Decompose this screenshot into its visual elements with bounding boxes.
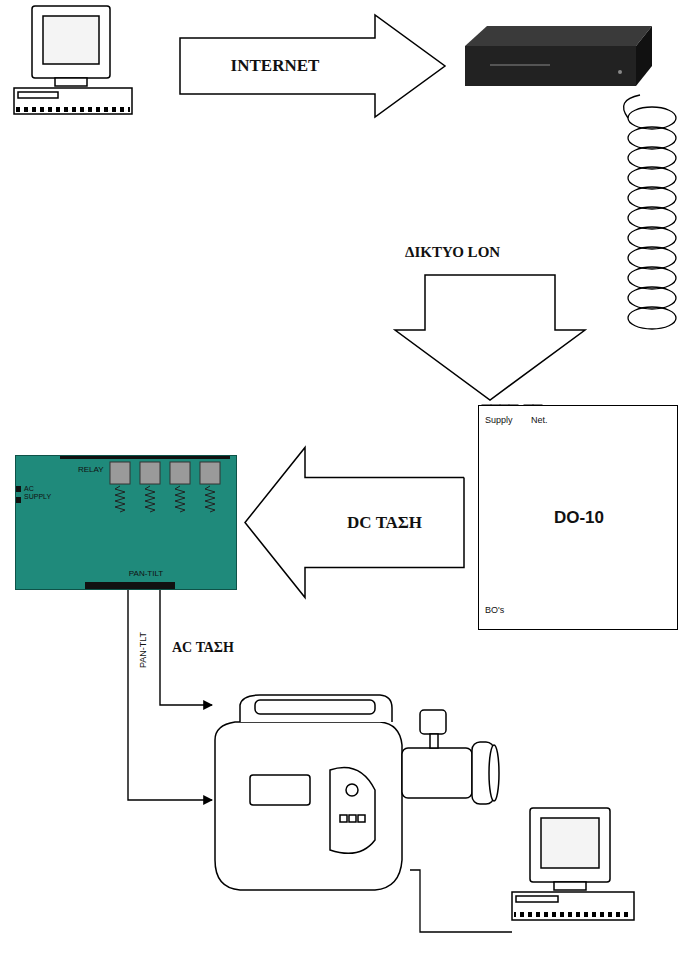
controller-box: Supply Net. DO-10BO's xyxy=(478,405,678,630)
diagram-label: INTERNET xyxy=(231,57,320,76)
video-camera xyxy=(215,695,499,890)
node-text: DO-10 xyxy=(554,509,604,528)
block-arrow xyxy=(245,448,464,598)
node-text: Supply xyxy=(485,416,513,426)
camera-wires xyxy=(128,590,212,800)
diagram-label: PAN-TLT xyxy=(139,632,149,668)
relay-board: RELAY AC SUPPLY PAN-TILT xyxy=(15,455,237,590)
diagram-label: AC ΤΑΣΗ xyxy=(172,640,234,655)
edge-label: DC ΤΑΣΗ xyxy=(345,512,424,533)
internet-arrow xyxy=(180,15,445,117)
video-cable xyxy=(410,870,512,932)
node-text: RELAY xyxy=(78,466,104,475)
diagram-label: ΔΙΚΤΥΟ LON xyxy=(405,244,500,261)
lon-arrow xyxy=(395,275,585,400)
node-text: BO's xyxy=(485,606,504,616)
computer-icon xyxy=(512,808,634,920)
node-text: AC SUPPLY xyxy=(24,485,51,500)
node-text: Net. xyxy=(531,416,548,426)
node-text: PAN-TILT xyxy=(129,570,163,579)
cable-coil xyxy=(624,95,676,329)
computer-icon xyxy=(14,6,132,114)
relay-board xyxy=(15,455,237,590)
router-device xyxy=(465,26,652,86)
relay-parts xyxy=(15,455,230,590)
